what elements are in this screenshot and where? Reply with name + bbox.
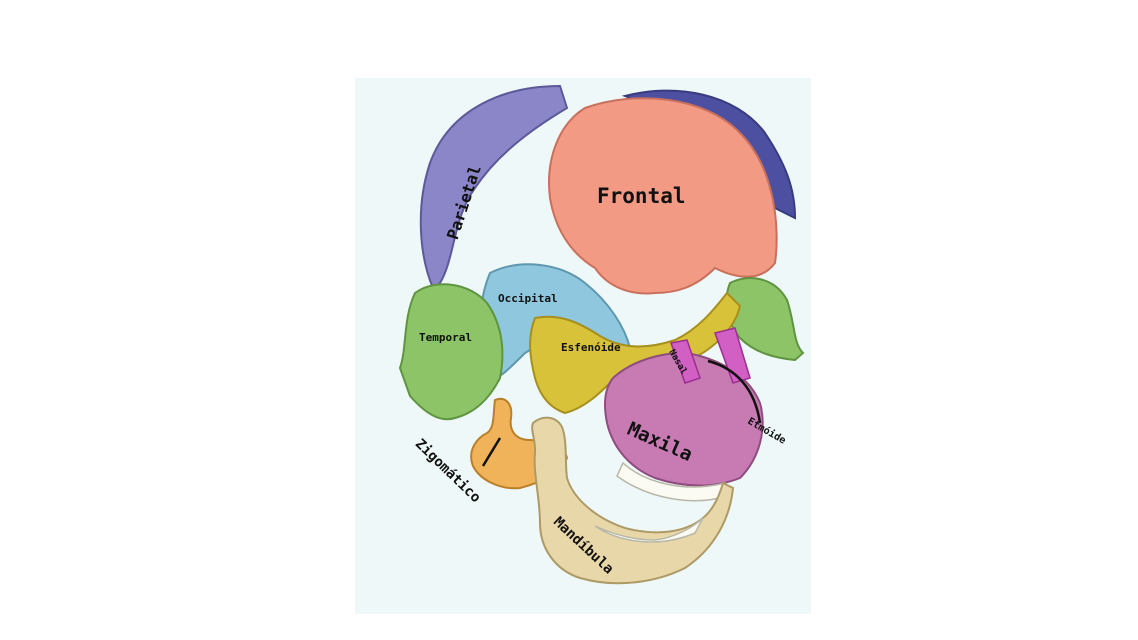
nasal-bone (670, 339, 701, 384)
ethmoid-leader-line (707, 359, 762, 424)
frontal-bone (548, 97, 778, 295)
temporal-bone-left (398, 283, 504, 421)
skull-bones-illustration (398, 84, 805, 585)
label-temporal: Temporal (419, 331, 472, 344)
ethmoid-bone (714, 327, 751, 384)
maxilla-bone (604, 352, 764, 487)
mandible-teeth (594, 517, 704, 543)
label-occipital: Occipital (498, 292, 558, 305)
zygomatic-leader-line (481, 437, 502, 467)
mandible-bone (531, 416, 735, 585)
label-frontal: Frontal (597, 184, 686, 208)
skull-exploded-diagram: Frontal Parietal Occipital Temporal Esfe… (355, 78, 811, 614)
parietal-bone (419, 84, 569, 290)
label-esfenoide: Esfenóide (561, 341, 621, 354)
